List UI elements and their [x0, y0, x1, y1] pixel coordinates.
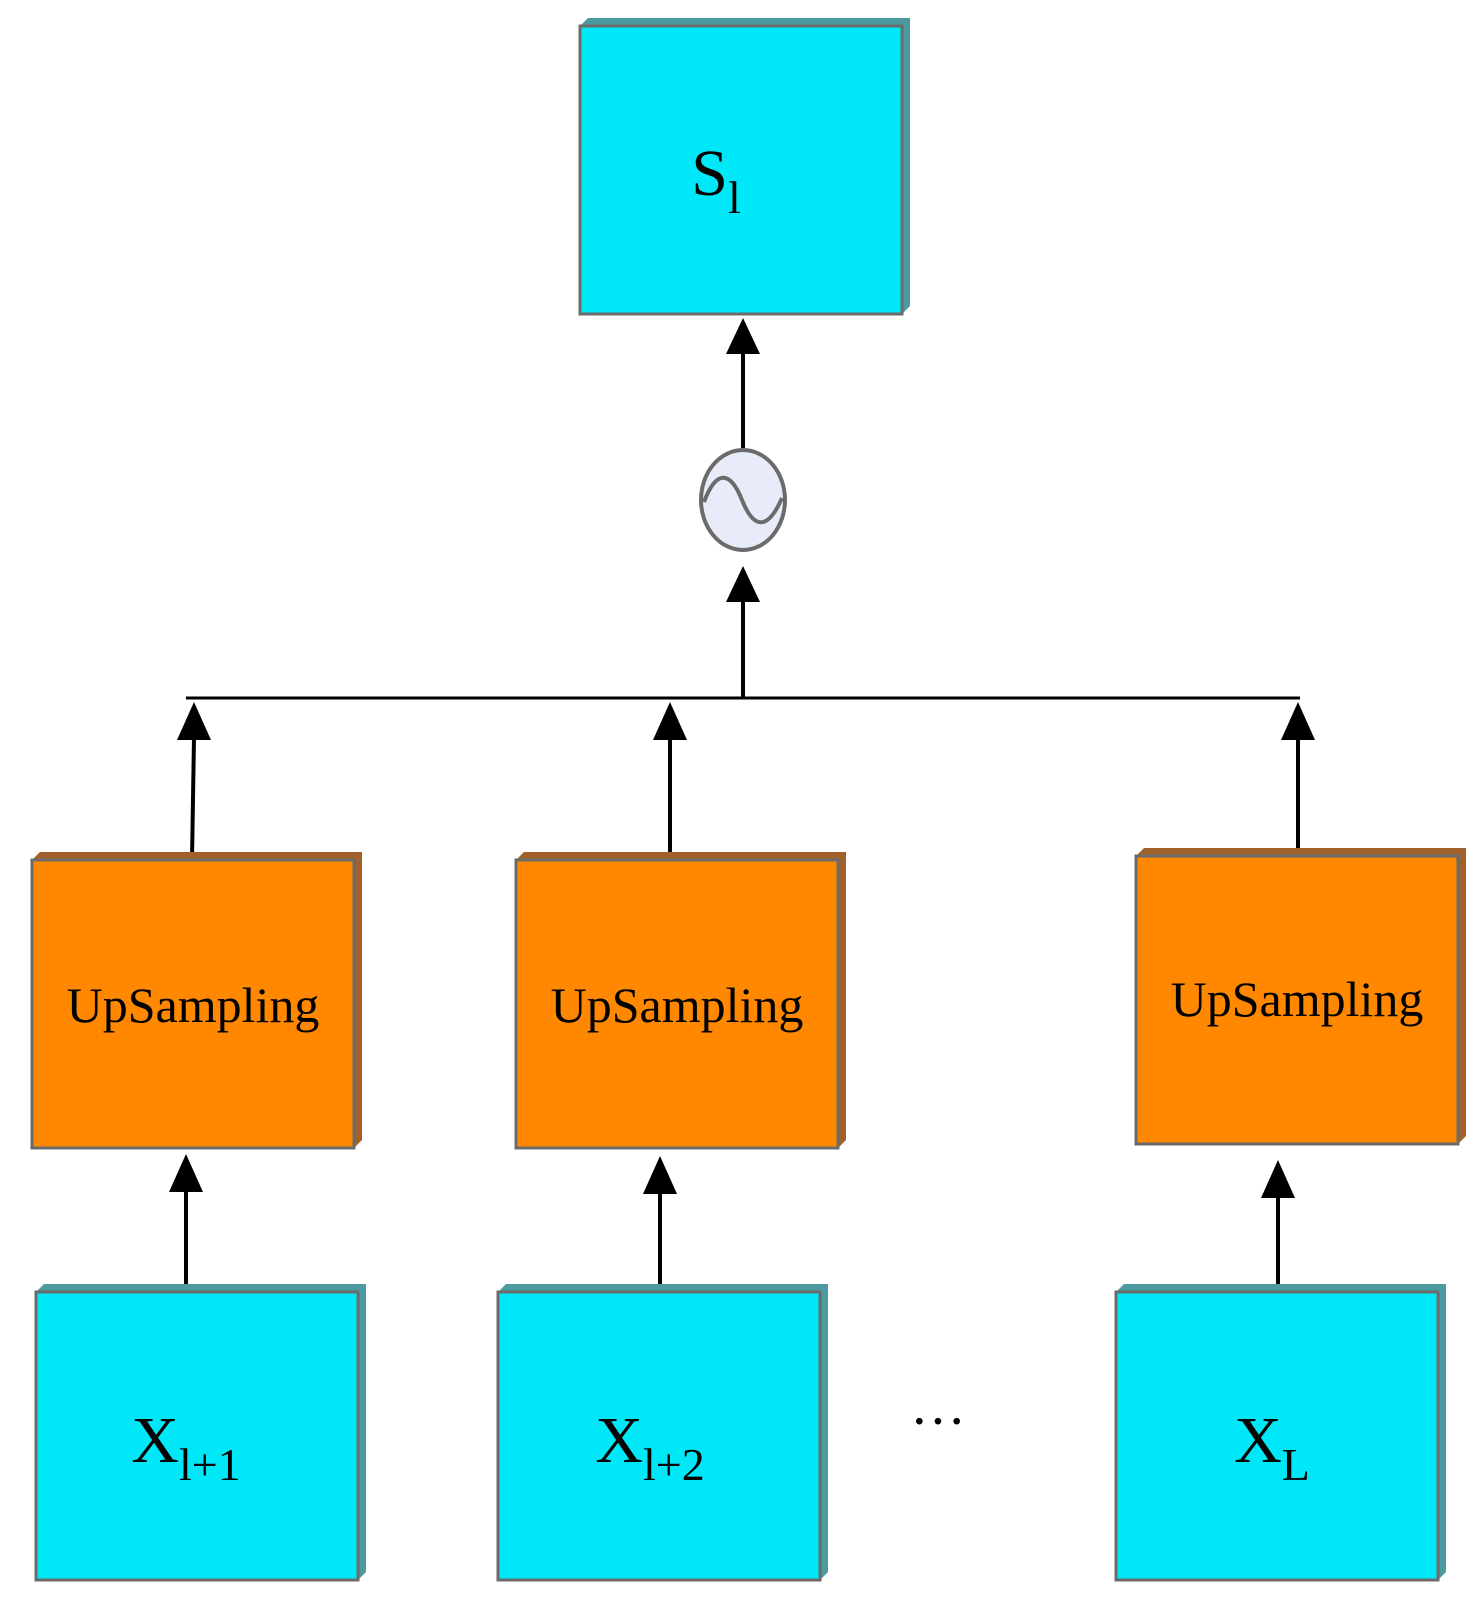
- output-node-s: Sl: [578, 18, 910, 316]
- input-subscript-2: l+2: [643, 1439, 705, 1490]
- arrow-upsampling-1-to-merge: [177, 702, 211, 861]
- upsampling-box-2: [514, 858, 840, 1150]
- input-node-3: XL: [1114, 1284, 1446, 1582]
- svg-text:Xl+1: Xl+1: [131, 1404, 240, 1490]
- arrow-input-2-to-upsampling: [643, 1156, 677, 1288]
- sine-wave-icon: [699, 448, 787, 552]
- upsampling-block-1: UpSampling: [30, 852, 362, 1150]
- input-label-2: X: [595, 1404, 643, 1477]
- input-subscript-3: L: [1282, 1439, 1310, 1490]
- upsampling-label-2: UpSampling: [551, 977, 804, 1033]
- input-node-2: Xl+2: [496, 1284, 828, 1582]
- upsampling-box-1: [30, 858, 356, 1150]
- input-subscript-1: l+1: [179, 1439, 241, 1490]
- ellipsis: ···: [910, 1391, 966, 1453]
- column-1: UpSampling Xl+1: [30, 702, 366, 1582]
- output-node-label: S: [691, 137, 728, 210]
- arrow-operator-to-output: [726, 318, 760, 448]
- arrow-input-3-to-upsampling: [1261, 1160, 1295, 1288]
- input-box-2: [496, 1290, 822, 1582]
- input-box-3: [1114, 1290, 1440, 1582]
- upsampling-label-1: UpSampling: [67, 977, 320, 1033]
- upsampling-box-3: [1134, 854, 1460, 1146]
- input-label-3: X: [1234, 1404, 1282, 1477]
- arrow-upsampling-3-to-merge: [1281, 702, 1315, 856]
- input-label-1: X: [131, 1404, 179, 1477]
- svg-text:XL: XL: [1234, 1404, 1310, 1490]
- upsampling-block-2: UpSampling: [514, 852, 846, 1150]
- input-box-1: [34, 1290, 360, 1582]
- arrow-input-1-to-upsampling: [169, 1154, 203, 1288]
- svg-text:Xl+2: Xl+2: [595, 1404, 704, 1490]
- upsampling-block-3: UpSampling: [1134, 848, 1466, 1146]
- column-2: UpSampling Xl+2: [496, 702, 846, 1582]
- upsampling-label-3: UpSampling: [1171, 971, 1424, 1027]
- output-node-subscript: l: [728, 172, 741, 223]
- column-3: UpSampling XL: [1114, 702, 1466, 1582]
- sine-wave-curve: [702, 475, 784, 525]
- svg-text:Sl: Sl: [691, 137, 741, 223]
- arrow-junction-to-operator: [726, 566, 760, 698]
- output-node-box: [578, 24, 904, 316]
- arrow-upsampling-2-to-merge: [653, 702, 687, 860]
- input-node-1: Xl+1: [34, 1284, 366, 1582]
